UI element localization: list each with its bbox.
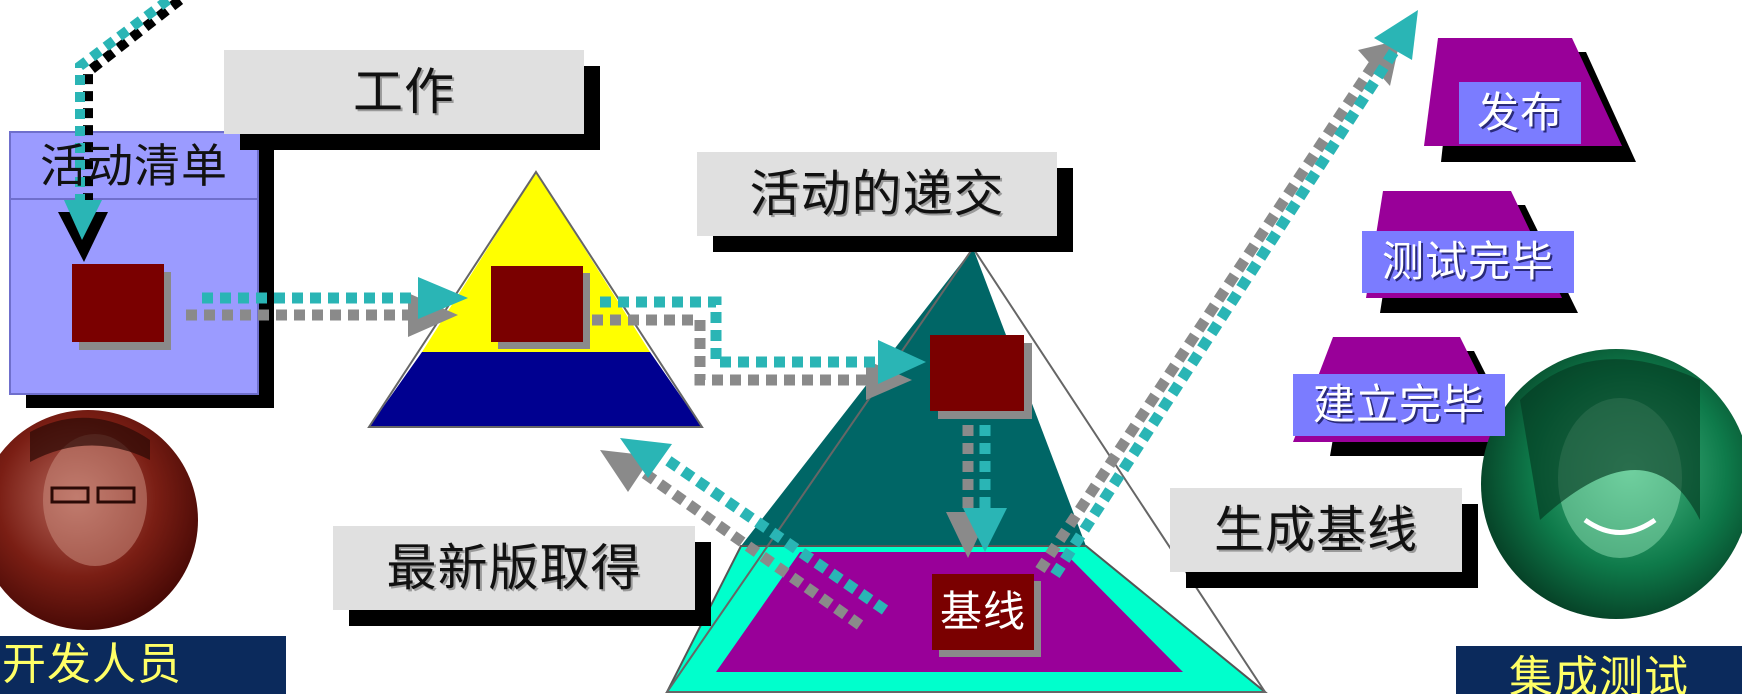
activity-delivery-label: 活动的递交 <box>697 152 1057 236</box>
work-pyramid <box>367 170 704 428</box>
developer-photo <box>0 410 198 630</box>
baseline-label: 基线 <box>932 574 1034 650</box>
arrow-into-activity-list <box>58 0 184 262</box>
arrow-get-latest <box>600 438 889 630</box>
test-complete-label: 测试完毕 <box>1362 231 1574 293</box>
work-label: 工作 <box>224 50 584 134</box>
work-item-square <box>72 264 164 342</box>
activity-list-title: 活动清单 <box>40 139 228 193</box>
arrow-delivery-to-baseline <box>946 425 1007 558</box>
release-label: 发布 <box>1459 82 1581 144</box>
arrow-baseline-to-release <box>1035 10 1418 578</box>
tester-photo <box>1481 349 1742 619</box>
work-item-square <box>930 335 1024 411</box>
generate-baseline-label: 生成基线 <box>1170 488 1462 572</box>
get-latest-label: 最新版取得 <box>333 526 695 610</box>
arrow-list-to-work <box>186 277 468 337</box>
arrow-work-to-delivery <box>592 296 926 400</box>
developer-label: 开发人员 <box>0 636 286 694</box>
work-item-square <box>491 266 583 342</box>
integration-test-label: 集成测试 <box>1456 646 1742 694</box>
build-complete-label: 建立完毕 <box>1293 374 1505 436</box>
activity-list-panel <box>9 131 274 408</box>
